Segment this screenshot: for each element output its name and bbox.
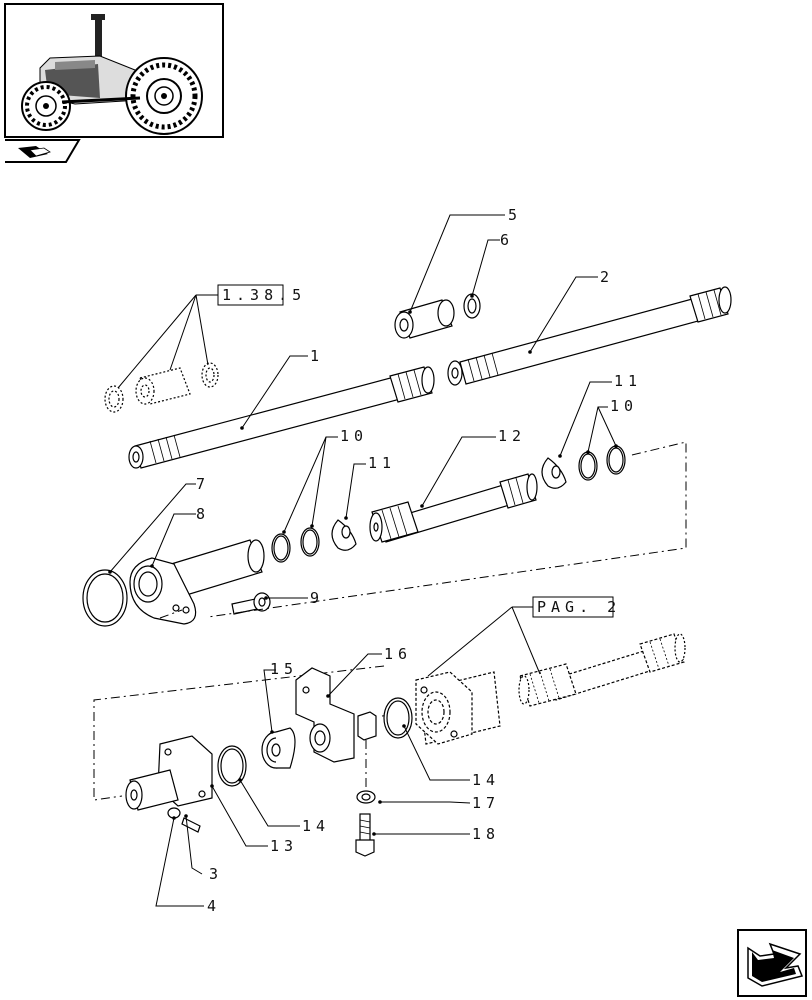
- clip-11-left: [331, 519, 357, 551]
- section-book-icon: [5, 139, 81, 163]
- callout-9[interactable]: 9: [310, 589, 324, 607]
- callout-2[interactable]: 2: [600, 268, 614, 286]
- shaft-1: [128, 366, 435, 469]
- housing-8: [129, 539, 265, 625]
- callout-1[interactable]: 1: [310, 347, 324, 365]
- clip-11-right: [541, 457, 567, 489]
- callout-18[interactable]: 18: [472, 825, 500, 843]
- callout-4[interactable]: 4: [207, 897, 221, 915]
- callout-12[interactable]: 12: [498, 427, 526, 445]
- ref-box-pag-2[interactable]: PAG. 2: [532, 596, 621, 618]
- bolt-9: [231, 592, 271, 615]
- callout-6[interactable]: 6: [500, 231, 514, 249]
- callout-10-right[interactable]: 10: [610, 397, 638, 415]
- callout-13[interactable]: 13: [270, 837, 298, 855]
- tractor-thumbnail: [4, 3, 224, 138]
- oring-7: [82, 569, 128, 627]
- ref-box-1-38-5[interactable]: 1.38.5: [217, 284, 306, 306]
- circlip-6: [463, 293, 481, 319]
- callout-16[interactable]: 16: [384, 645, 412, 663]
- callout-11-right[interactable]: 11: [614, 372, 642, 390]
- bolt-18: [355, 813, 375, 857]
- leader-lines: [109, 214, 617, 907]
- ref-kit-parts: [104, 362, 219, 413]
- housing-13: [125, 735, 213, 811]
- orings-10-left: [271, 527, 320, 563]
- callout-11-left[interactable]: 11: [368, 454, 396, 472]
- callout-14-left[interactable]: 14: [302, 817, 330, 835]
- ref-label-1-38-5: 1.38.5: [222, 286, 306, 304]
- leader-dots: [108, 294, 618, 836]
- bracket-16: [295, 667, 377, 763]
- pin-3-4: [167, 807, 201, 833]
- washer-17: [356, 790, 376, 804]
- bearing-15: [261, 727, 296, 769]
- callout-17[interactable]: 17: [472, 794, 500, 812]
- shaft-2: [447, 286, 732, 386]
- shaft-pag2: [518, 633, 686, 707]
- callout-labels: 1 2 3 4 5 6 7 8 9 10 10 11 11 12 13 14 1…: [196, 206, 642, 915]
- callout-3[interactable]: 3: [209, 865, 223, 883]
- ref-label-pag-2: PAG. 2: [537, 598, 621, 616]
- callout-7[interactable]: 7: [196, 475, 210, 493]
- next-page-arrow-icon[interactable]: [737, 929, 807, 997]
- orings-10-right: [578, 445, 626, 481]
- callout-15[interactable]: 15: [270, 660, 298, 678]
- housing-pag2: [415, 671, 501, 745]
- shaft-12: [369, 473, 538, 543]
- callout-10-left[interactable]: 10: [340, 427, 368, 445]
- callout-8[interactable]: 8: [196, 505, 210, 523]
- oring-14-left: [217, 745, 247, 787]
- callout-14-right[interactable]: 14: [472, 771, 500, 789]
- sleeve-5: [394, 299, 455, 339]
- callout-5[interactable]: 5: [508, 206, 522, 224]
- oring-14-right: [383, 697, 413, 739]
